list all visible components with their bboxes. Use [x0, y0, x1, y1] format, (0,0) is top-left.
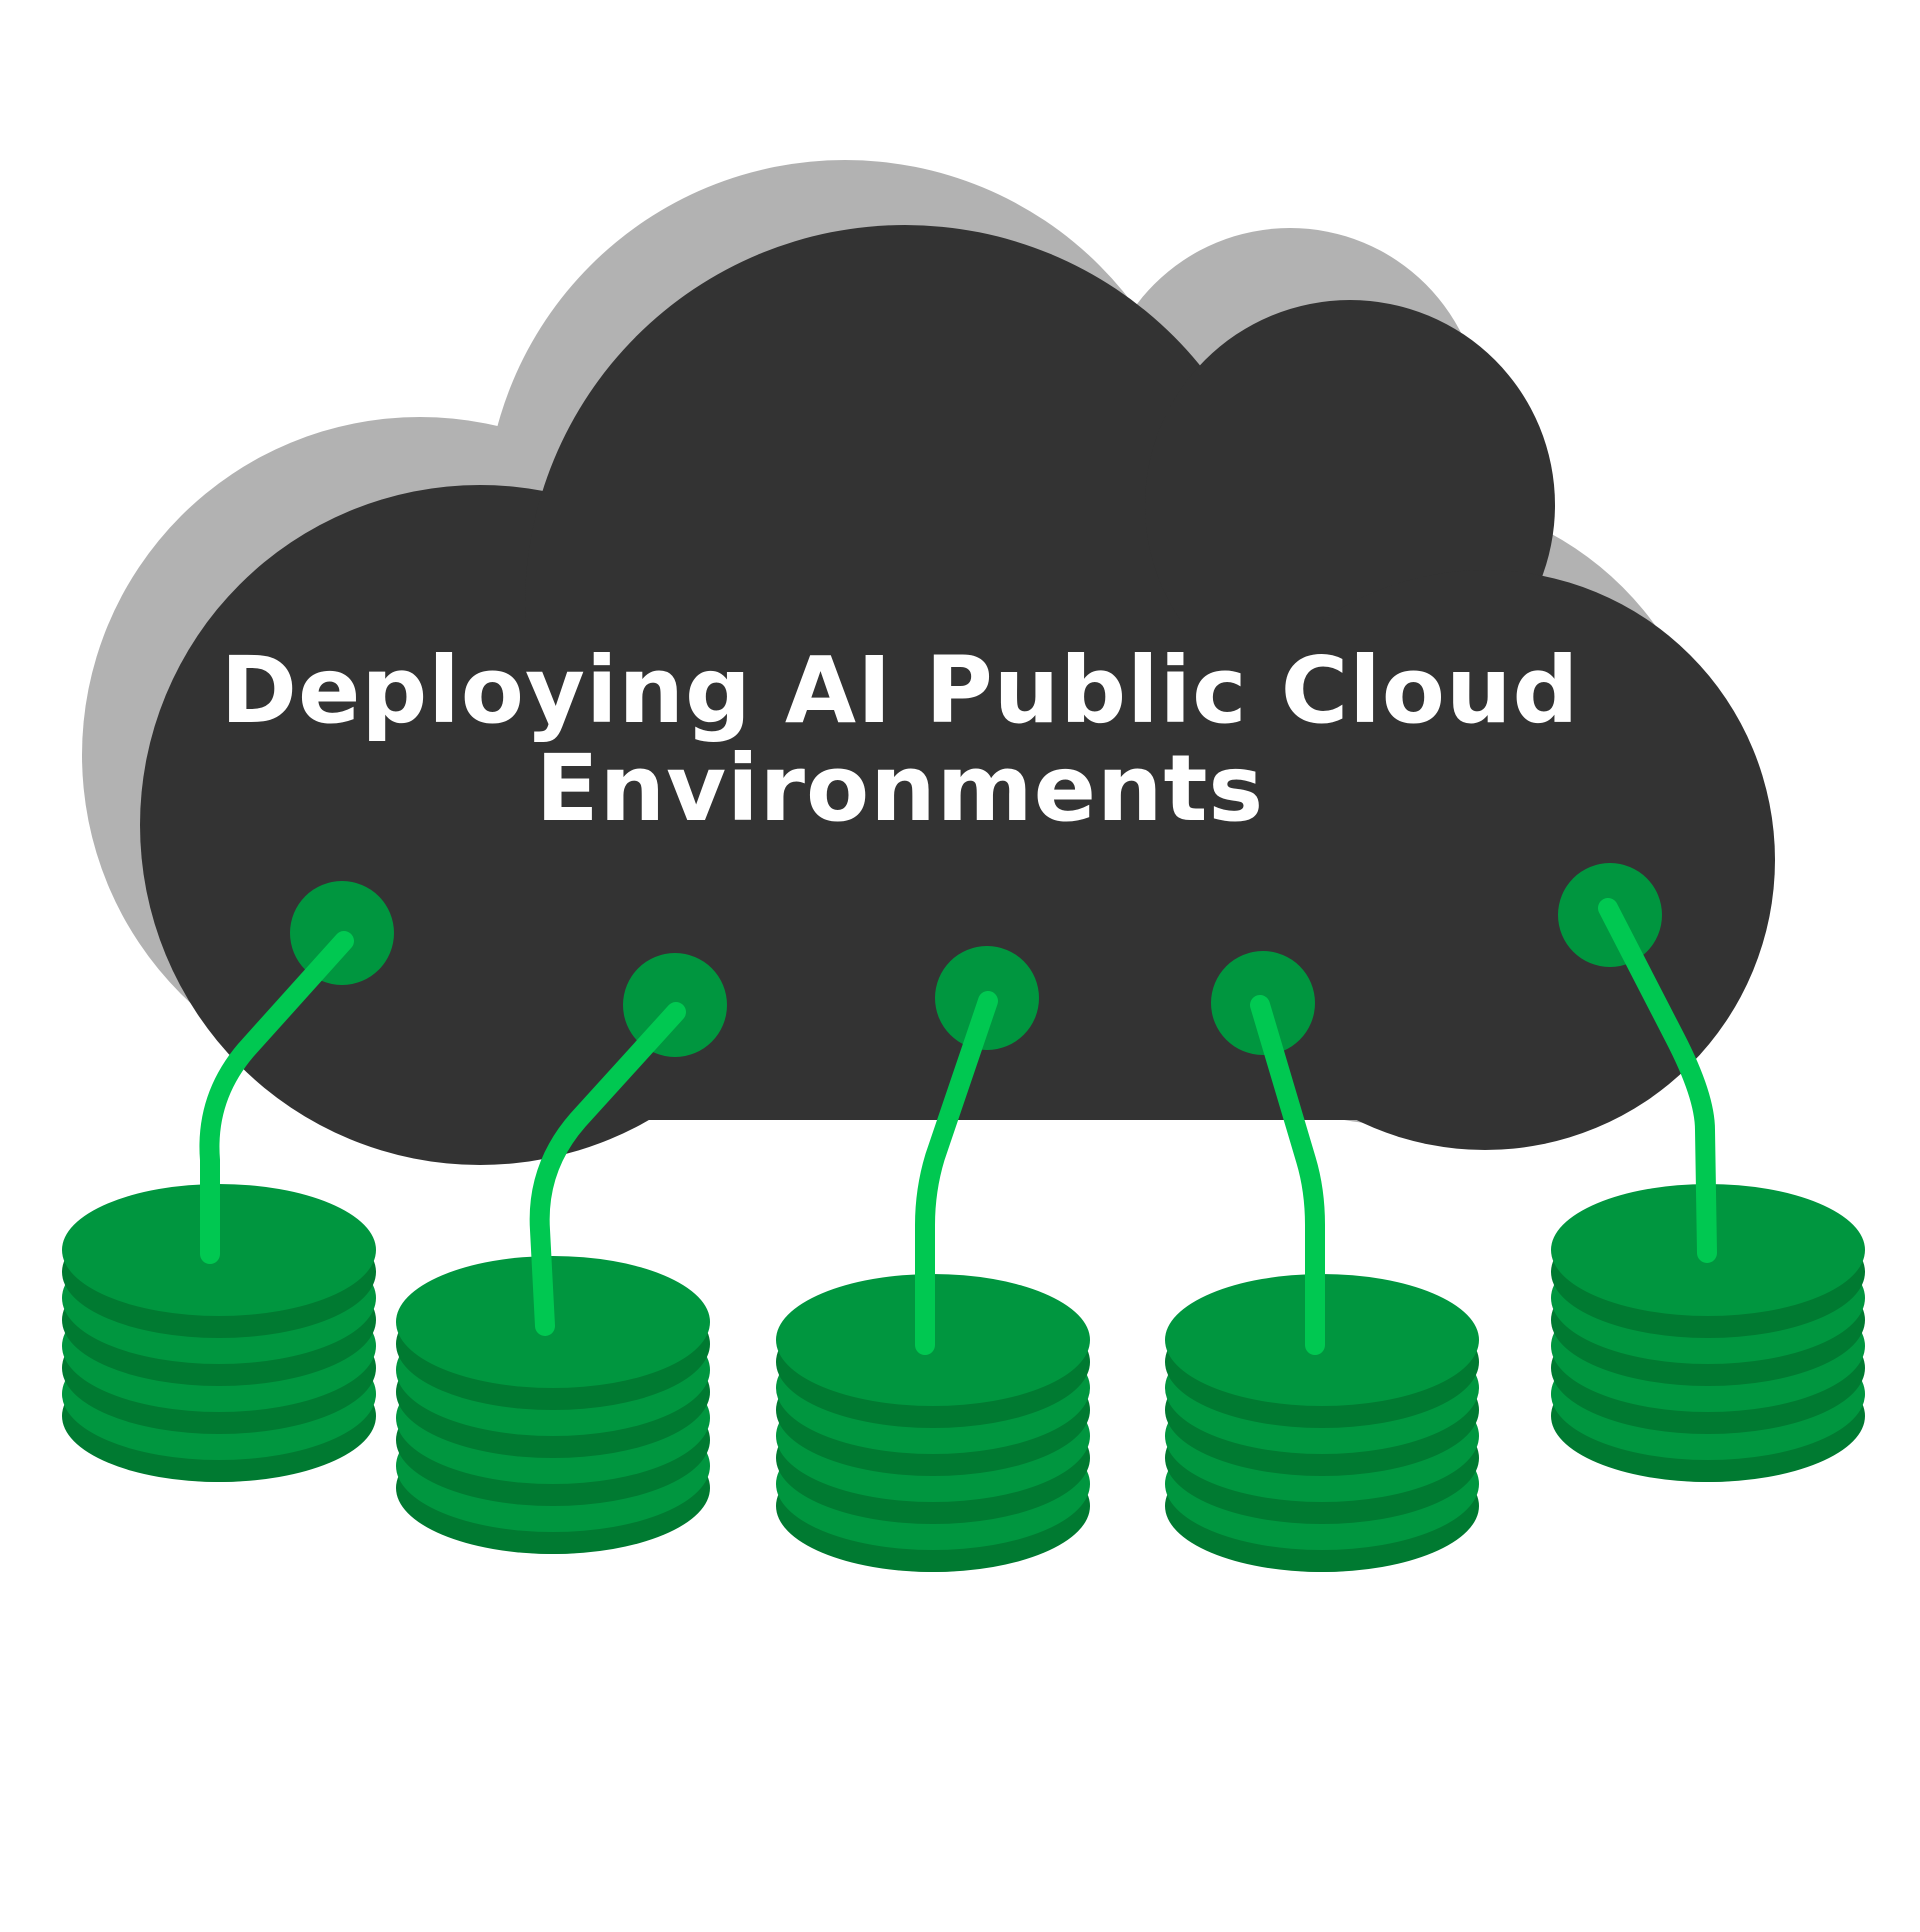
database-stack-3 [776, 1274, 1090, 1572]
wire-5 [1598, 898, 1717, 1263]
wire-3 [915, 991, 998, 1355]
wire-1 [199, 931, 354, 1264]
title-line-1: Deploying AI Public Cloud [221, 637, 1580, 744]
database-stack-5 [1551, 1184, 1865, 1482]
wire-4 [1250, 995, 1325, 1355]
wire-2 [529, 1002, 686, 1336]
wires [199, 898, 1717, 1355]
title-line-2: Environments [536, 735, 1264, 842]
database-stack-4 [1165, 1274, 1479, 1572]
database-stacks [62, 1184, 1865, 1572]
